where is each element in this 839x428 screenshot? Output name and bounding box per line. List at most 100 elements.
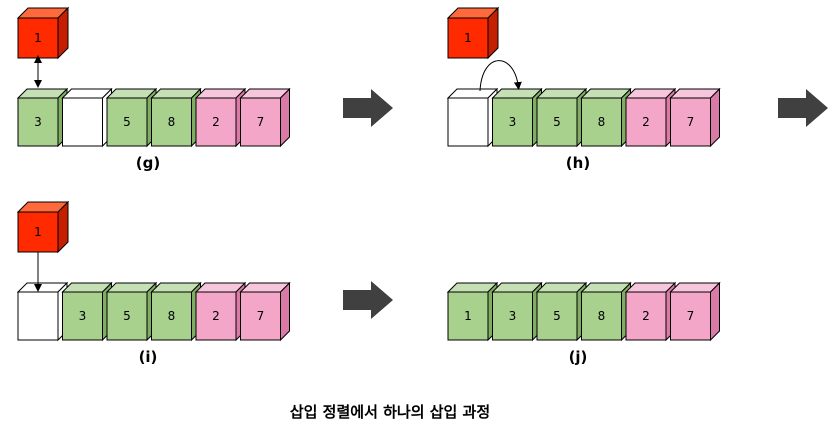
cube-front-face bbox=[195, 97, 237, 147]
array-cell: 7 bbox=[239, 87, 291, 148]
cube-front-face bbox=[670, 291, 711, 341]
array-cell: 7 bbox=[669, 87, 721, 148]
cube-front-face bbox=[536, 97, 578, 147]
cube-value: 3 bbox=[79, 309, 87, 323]
cube-value: 5 bbox=[123, 309, 131, 323]
cube-side-face bbox=[710, 281, 720, 342]
cube-front-face bbox=[17, 291, 59, 341]
cube-front-face bbox=[151, 291, 192, 341]
cube-front-face bbox=[240, 291, 281, 341]
array-row: 3 5 8 2 7 bbox=[16, 87, 291, 148]
cube-value: 1 bbox=[34, 31, 42, 45]
cube-value: 1 bbox=[464, 309, 472, 323]
array-cell: 8 bbox=[580, 87, 632, 148]
cube-value: 1 bbox=[34, 225, 42, 239]
array-cell: 5 bbox=[535, 281, 588, 342]
cube-front-face bbox=[536, 291, 578, 341]
cube-value: 7 bbox=[687, 309, 695, 323]
array-row: 3 5 8 2 7 bbox=[16, 281, 291, 342]
cube-value: 5 bbox=[553, 115, 561, 129]
cube-value: 7 bbox=[257, 115, 265, 129]
cube-value: 8 bbox=[168, 115, 176, 129]
cube-front-face bbox=[581, 291, 622, 341]
array-cell bbox=[446, 87, 499, 148]
cube-front-face bbox=[240, 97, 281, 147]
cube-value: 3 bbox=[509, 115, 517, 129]
cube-value: 7 bbox=[687, 115, 695, 129]
cube-front-face bbox=[17, 97, 59, 147]
array-cell: 7 bbox=[239, 281, 291, 342]
array-cell: 8 bbox=[580, 281, 632, 342]
cube-front-face bbox=[447, 97, 489, 147]
cube-side-face bbox=[280, 87, 290, 148]
array-cell bbox=[61, 87, 113, 148]
array-cell: 8 bbox=[150, 87, 202, 148]
key-cube: 1 bbox=[16, 200, 70, 254]
cube-side-face bbox=[710, 87, 720, 148]
step-label: (g) bbox=[136, 154, 160, 172]
array-cell: 7 bbox=[669, 281, 721, 342]
cube-front-face bbox=[447, 17, 489, 59]
cube-front-face bbox=[62, 291, 103, 341]
cube-value: 2 bbox=[642, 309, 650, 323]
cube-value: 2 bbox=[212, 115, 220, 129]
cube-front-face bbox=[106, 97, 148, 147]
shift-arrow bbox=[479, 60, 522, 92]
cube-value: 8 bbox=[598, 115, 606, 129]
array-cell: 2 bbox=[624, 87, 677, 148]
array-cell: 5 bbox=[535, 87, 588, 148]
step-label: (h) bbox=[566, 154, 590, 172]
panel-i: 3 5 8 2 7 1 (i) bbox=[16, 200, 291, 366]
cube-front-face bbox=[625, 97, 667, 147]
array-cell: 2 bbox=[194, 281, 247, 342]
panel-g: 3 5 8 2 7 1 (g) bbox=[16, 6, 291, 172]
key-cube: 1 bbox=[16, 6, 70, 60]
cube-value: 2 bbox=[212, 309, 220, 323]
cube-front-face bbox=[581, 97, 622, 147]
cube-front-face bbox=[195, 291, 237, 341]
array-row: 1 3 5 8 2 7 bbox=[446, 281, 721, 342]
cube-front-face bbox=[670, 97, 711, 147]
cube-front-face bbox=[492, 97, 533, 147]
cube-front-face bbox=[106, 291, 148, 341]
array-cell: 8 bbox=[150, 281, 202, 342]
cube-value: 3 bbox=[34, 115, 42, 129]
array-row: 3 5 8 2 7 bbox=[446, 87, 721, 148]
array-cell: 1 bbox=[446, 281, 499, 342]
array-cell: 5 bbox=[105, 281, 158, 342]
cube-value: 8 bbox=[168, 309, 176, 323]
panel-h: 3 5 8 2 7 1 (h) bbox=[446, 6, 721, 172]
cube-value: 2 bbox=[642, 115, 650, 129]
cube-front-face bbox=[151, 97, 192, 147]
cube-value: 8 bbox=[598, 309, 606, 323]
cube-side-face bbox=[280, 281, 290, 342]
array-cell: 5 bbox=[105, 87, 158, 148]
array-cell: 3 bbox=[491, 281, 543, 342]
cube-front-face bbox=[17, 17, 59, 59]
cube-front-face bbox=[62, 97, 103, 147]
cube-value: 7 bbox=[257, 309, 265, 323]
cube-value: 5 bbox=[553, 309, 561, 323]
caption: 삽입 정렬에서 하나의 삽입 과정 bbox=[290, 403, 490, 421]
array-cell: 2 bbox=[194, 87, 247, 148]
cube-front-face bbox=[17, 211, 59, 253]
panels-layer: 3 5 8 2 7 1 (g) 3 5 8 2 7 1 (h) 3 5 8 2 7 1 (i) 1 3 5 8 2 7 (j) bbox=[16, 6, 721, 366]
array-cell bbox=[16, 281, 69, 342]
cube-front-face bbox=[625, 291, 667, 341]
cube-value: 1 bbox=[464, 31, 472, 45]
cube-value: 5 bbox=[123, 115, 131, 129]
panel-j: 1 3 5 8 2 7 (j) bbox=[446, 281, 721, 366]
array-cell: 3 bbox=[491, 87, 543, 148]
array-cell: 2 bbox=[624, 281, 677, 342]
array-cell: 3 bbox=[16, 87, 69, 148]
step-label: (i) bbox=[139, 348, 158, 366]
flow-arrow-g-to-h bbox=[343, 89, 393, 127]
cube-front-face bbox=[492, 291, 533, 341]
flow-arrow-h-to-i bbox=[778, 89, 828, 127]
step-label: (j) bbox=[569, 348, 588, 366]
flow-arrow-i-to-j bbox=[343, 281, 393, 319]
cube-front-face bbox=[447, 291, 489, 341]
cube-value: 3 bbox=[509, 309, 517, 323]
key-cube: 1 bbox=[446, 6, 500, 60]
